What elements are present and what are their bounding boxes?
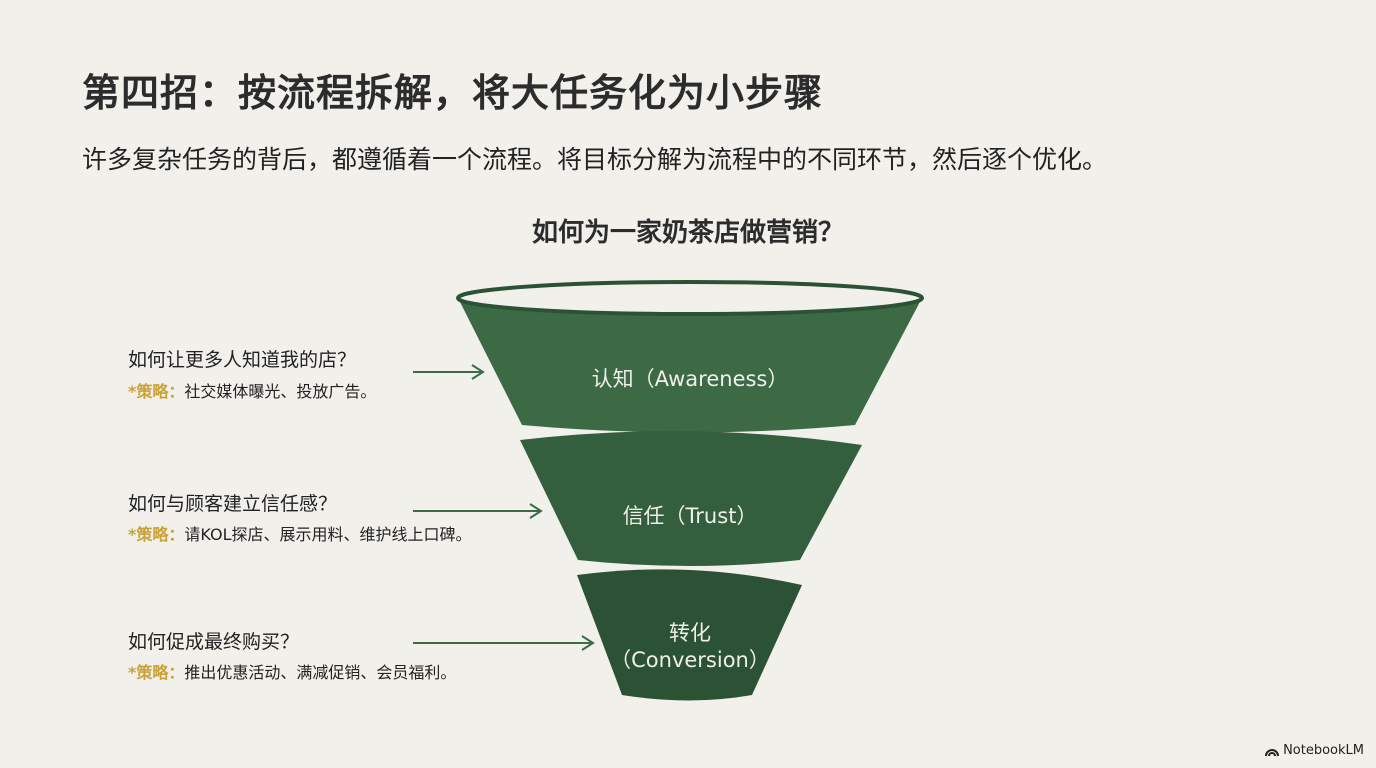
page-title: 第四招：按流程拆解，将大任务化为小步骤 (82, 71, 824, 115)
funnel-stage-trust (520, 431, 862, 566)
funnel-stage-conversion (577, 569, 802, 701)
page-subtitle: 许多复杂任务的背后，都遵循着一个流程。将目标分解为流程中的不同环节，然后逐个优化… (82, 145, 1108, 174)
stage-label-line2: （Conversion） (610, 648, 770, 672)
brand-name: NotebookLM (1283, 743, 1364, 758)
question-conversion: 如何促成最终购买？ (128, 631, 300, 653)
strategy-text: 社交媒体曝光、投放广告。 (184, 382, 377, 401)
arrow-awareness (413, 364, 485, 380)
arrow-conversion (413, 635, 595, 651)
strategy-conversion: *策略：推出优惠活动、满减促销、会员福利。 (128, 659, 456, 683)
strategy-key: *策略： (128, 525, 185, 544)
funnel-stage-awareness (458, 298, 922, 433)
strategy-key: *策略： (128, 663, 185, 682)
notebooklm-logo-icon (1265, 748, 1280, 756)
question-trust: 如何与顾客建立信任感？ (128, 493, 338, 515)
brand-watermark: NotebookLM (1265, 743, 1364, 758)
strategy-text: 请KOL探店、展示用料、维护线上口碑。 (184, 525, 472, 544)
funnel-title: 如何为一家奶茶店做营销？ (531, 218, 844, 248)
stage-label-trust: 信任（Trust） (622, 504, 758, 528)
stage-label-awareness: 认知（Awareness） (591, 367, 789, 391)
strategy-trust: *策略：请KOL探店、展示用料、维护线上口碑。 (128, 521, 472, 545)
funnel-rim (456, 280, 924, 316)
stage-label-line1: 转化 (669, 621, 711, 645)
arrow-trust (413, 503, 543, 519)
strategy-awareness: *策略：社交媒体曝光、投放广告。 (128, 378, 376, 402)
strategy-key: *策略： (128, 382, 185, 401)
question-awareness: 如何让更多人知道我的店？ (128, 349, 357, 371)
stage-label-conversion: 转化 （Conversion） (560, 620, 820, 674)
strategy-text: 推出优惠活动、满减促销、会员福利。 (184, 663, 457, 682)
